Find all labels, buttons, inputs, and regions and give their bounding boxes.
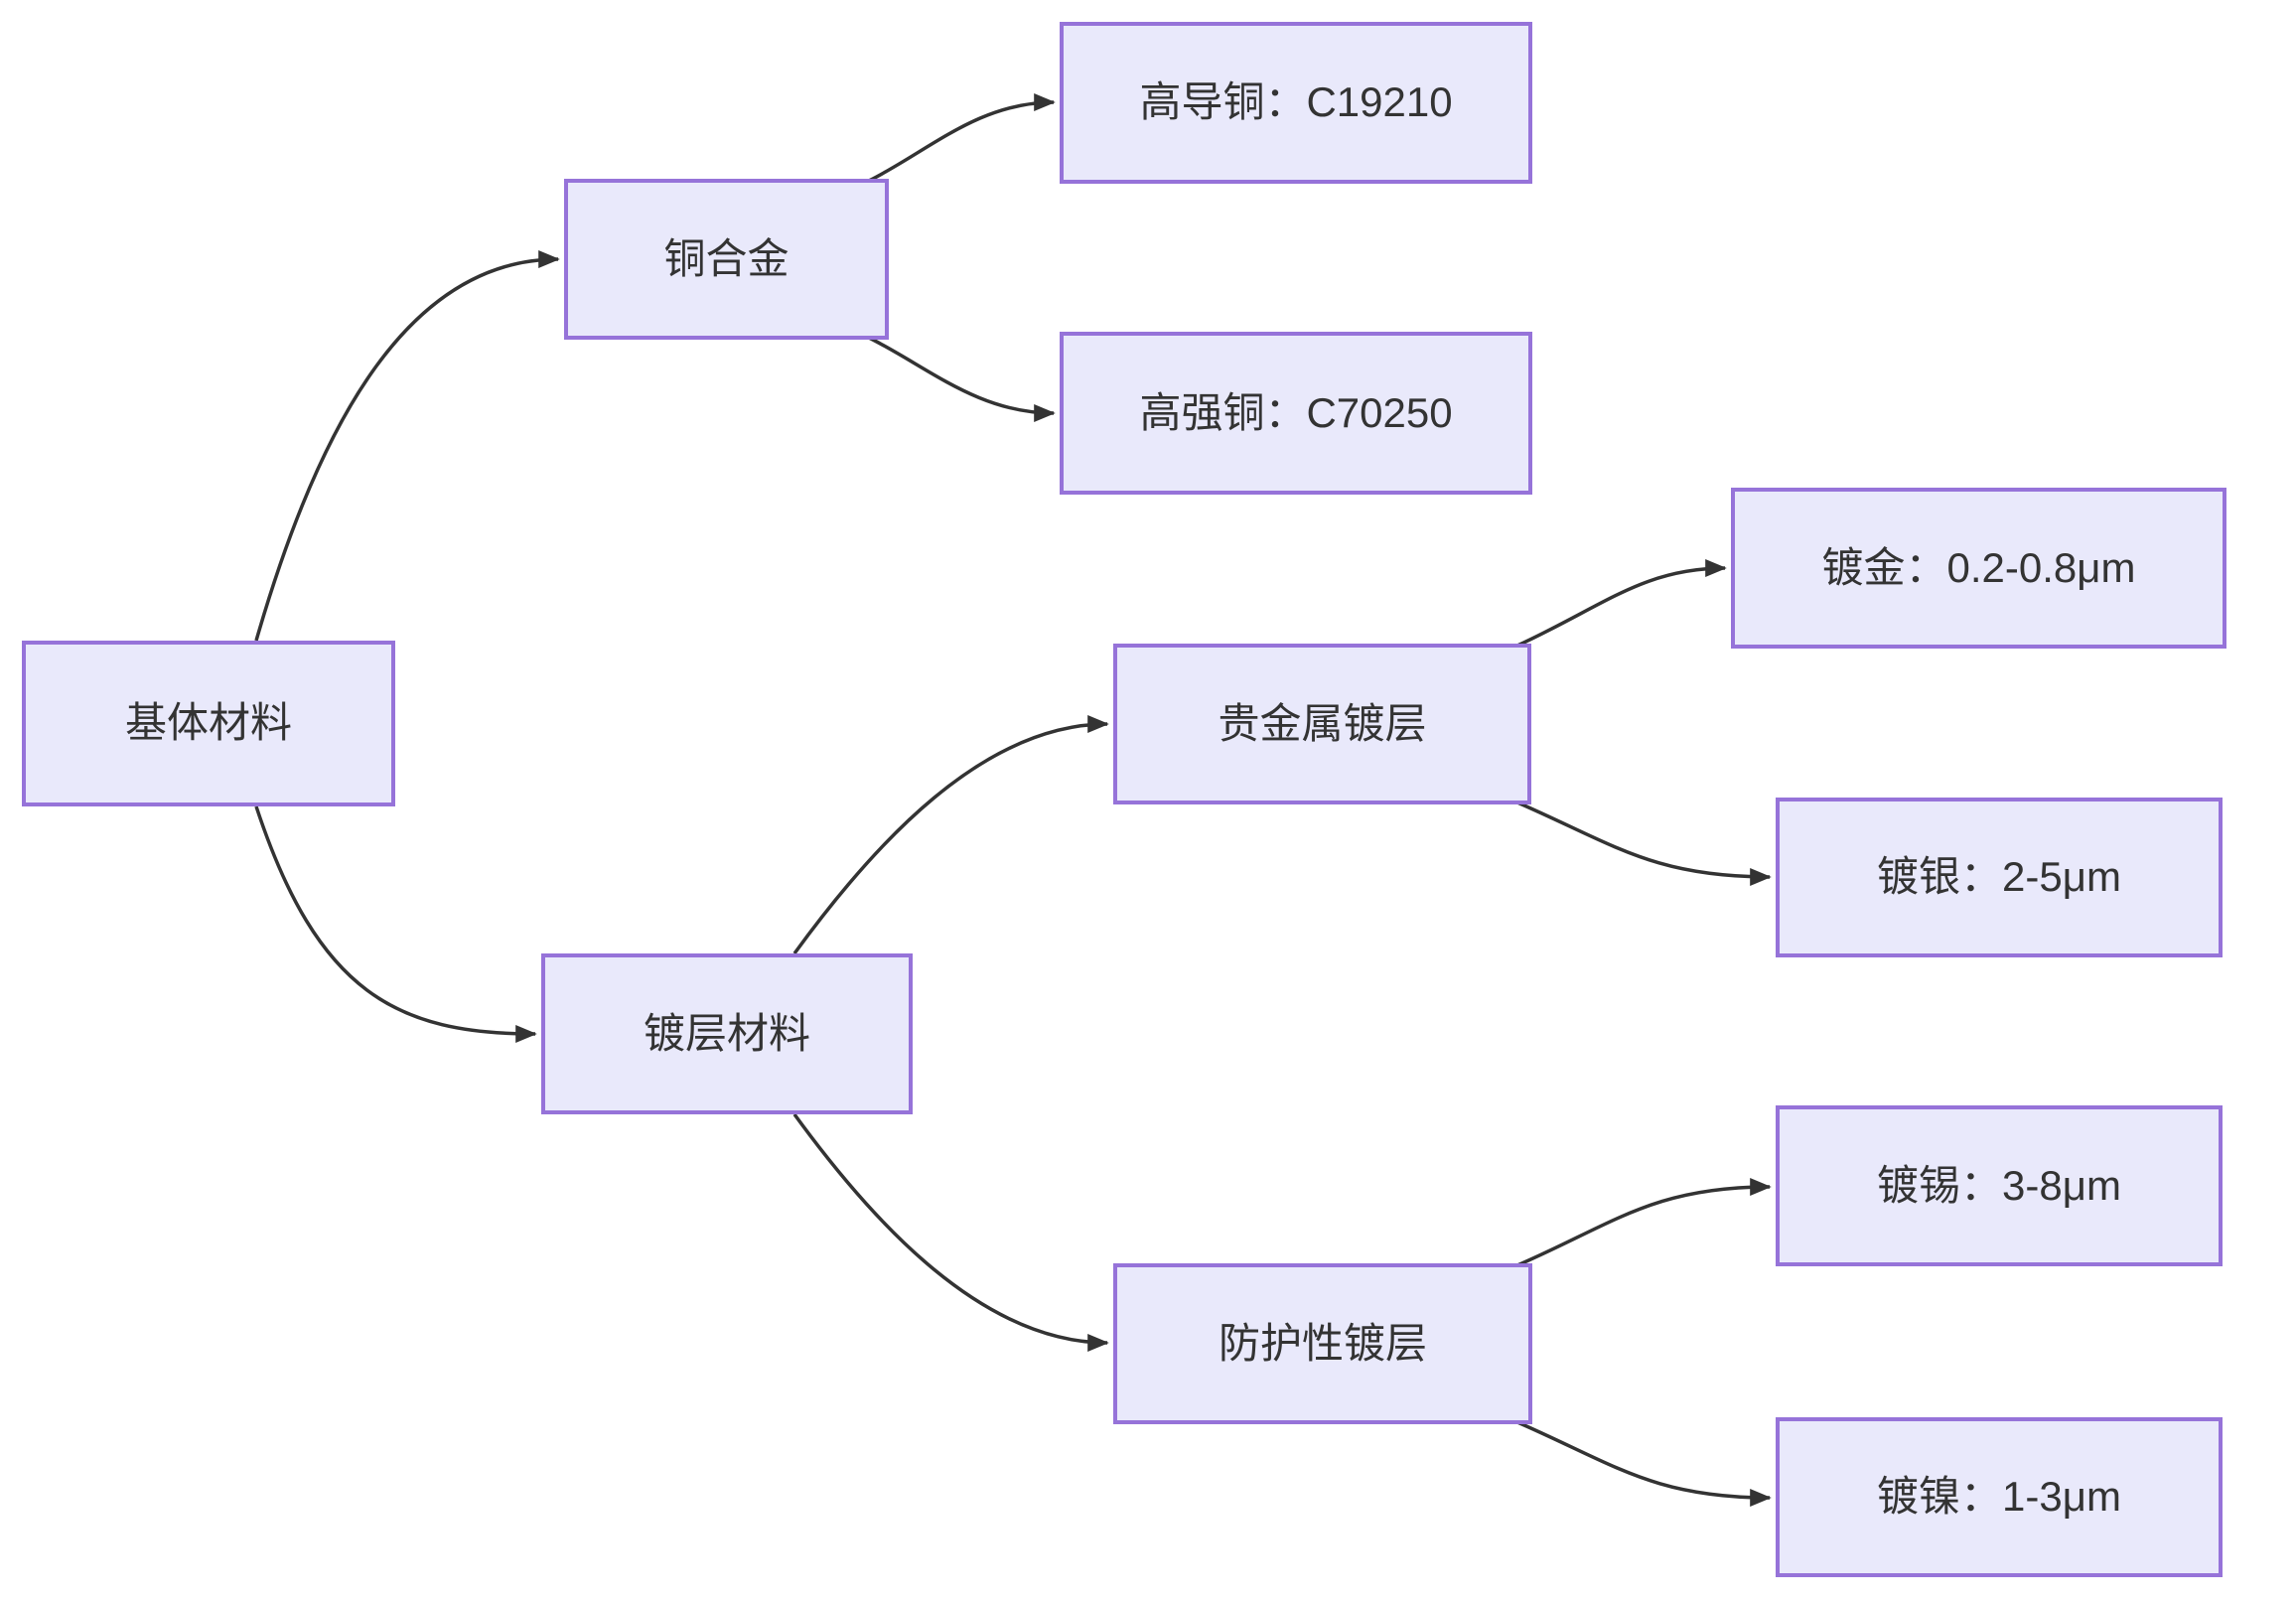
node-silver-plating: 镀银：2-5μm — [1776, 798, 2223, 957]
node-precious-metal-plating: 贵金属镀层 — [1113, 644, 1531, 804]
node-gold-plating-label: 镀金：0.2-0.8μm — [1821, 543, 2136, 591]
edge-precious-to-gold — [1516, 559, 1727, 648]
node-silver-plating-label: 镀银：2-5μm — [1877, 853, 2121, 901]
edge-protective-to-nickel — [1516, 1420, 1772, 1507]
node-gold-plating: 镀金：0.2-0.8μm — [1731, 488, 2226, 649]
node-copper-alloy: 铜合金 — [564, 179, 889, 340]
node-base-material: 基体材料 — [22, 641, 395, 806]
edge-base-to-plating-material — [254, 805, 537, 1043]
edge-copper-alloy-to-high-conductivity — [868, 93, 1056, 183]
node-tin-plating-label: 镀锡：3-8μm — [1877, 1161, 2121, 1209]
edge-precious-to-silver — [1516, 801, 1772, 886]
edge-copper-alloy-to-high-strength — [868, 336, 1056, 422]
node-tin-plating: 镀锡：3-8μm — [1776, 1105, 2223, 1266]
edge-plating-to-precious-metal — [792, 715, 1109, 955]
node-precious-metal-plating-label: 贵金属镀层 — [1218, 699, 1427, 747]
node-protective-plating-label: 防护性镀层 — [1218, 1319, 1427, 1367]
node-high-conductivity-copper: 高导铜：C19210 — [1060, 22, 1532, 184]
node-high-strength-copper: 高强铜：C70250 — [1060, 332, 1532, 495]
node-plating-material: 镀层材料 — [541, 953, 913, 1114]
edge-protective-to-tin — [1516, 1178, 1772, 1267]
node-high-strength-copper-label: 高强铜：C70250 — [1139, 388, 1453, 436]
node-base-material-label: 基体材料 — [124, 699, 292, 747]
node-protective-plating: 防护性镀层 — [1113, 1263, 1532, 1424]
node-high-conductivity-copper-label: 高导铜：C19210 — [1139, 78, 1453, 126]
node-nickel-plating-label: 镀镍：1-3μm — [1877, 1473, 2121, 1521]
node-plating-material-label: 镀层材料 — [643, 1009, 810, 1057]
node-nickel-plating: 镀镍：1-3μm — [1776, 1417, 2223, 1577]
edge-plating-to-protective — [792, 1112, 1109, 1352]
edge-base-to-copper-alloy — [254, 250, 560, 642]
node-copper-alloy-label: 铜合金 — [663, 234, 789, 282]
